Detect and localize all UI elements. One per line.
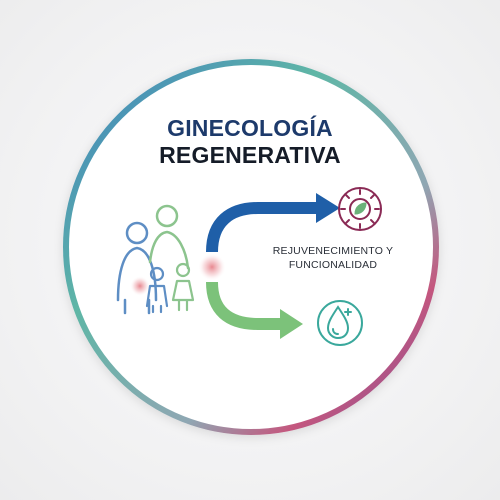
badge-ring: [63, 59, 439, 435]
family-icon: [116, 204, 195, 315]
virus-leaf-icon: [338, 187, 382, 231]
title-line-1: GINECOLOGÍA: [167, 115, 333, 141]
center-glow: [198, 253, 226, 281]
upper-arrow: [206, 193, 340, 253]
caption-line-2: FUNCIONALIDAD: [288, 259, 378, 271]
caption-line-1: REJUVENECIMIENTO Y: [272, 245, 394, 257]
water-drop-icon: [317, 300, 363, 346]
lower-arrow: [206, 281, 303, 339]
title-line-2: REGENERATIVA: [159, 142, 341, 168]
